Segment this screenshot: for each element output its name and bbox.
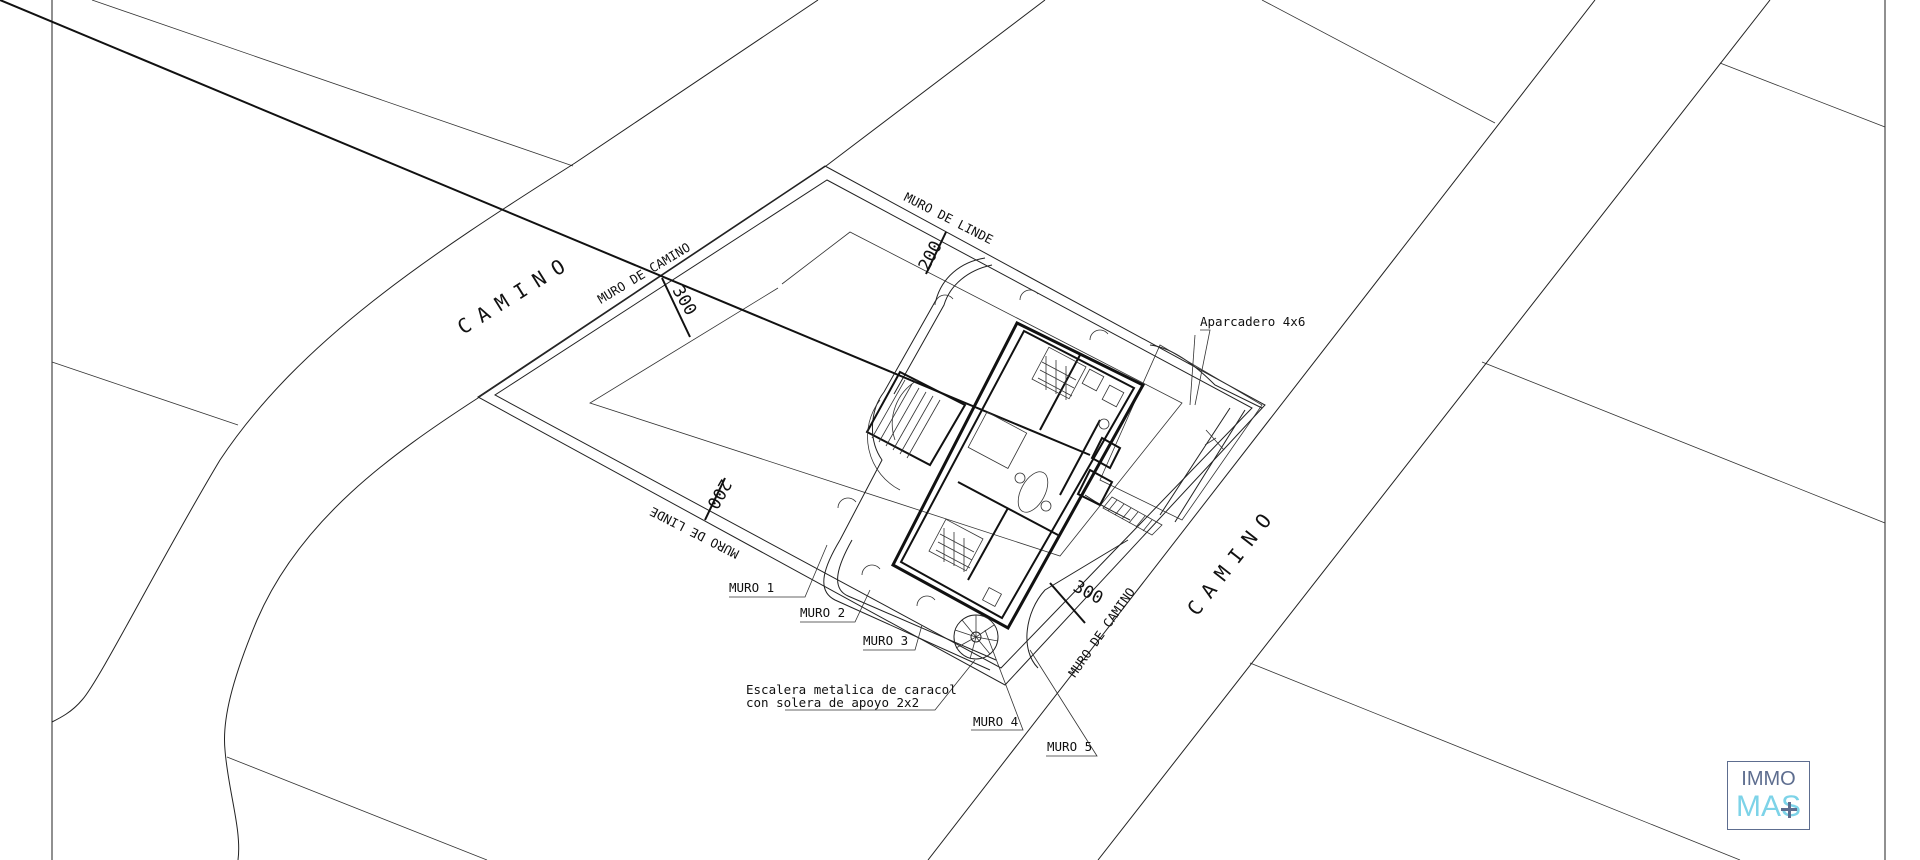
dimension-top-left: 300: [668, 283, 701, 320]
parcel-lines: [51, 0, 1886, 860]
exterior-steps: [1102, 496, 1163, 536]
annotation-parking: Aparcadero 4x6: [1200, 314, 1305, 329]
road-label-upper: CAMINO: [453, 249, 578, 339]
annotation-muro-2: MURO 2: [800, 605, 845, 620]
building-floor-plan: [0, 0, 1146, 631]
annotation-stair-line-1: Escalera metalica de caracol: [746, 682, 957, 697]
dimension-lines: [661, 231, 1086, 624]
leader-lines: [729, 329, 1211, 757]
sheet-frame: [51, 0, 1886, 860]
annotation-muro-3: MURO 3: [863, 633, 908, 648]
wall-label-muro-de-linde-top: MURO DE LINDE: [902, 189, 996, 247]
parking-area: [1099, 334, 1263, 521]
road-label-lower: CAMINO: [1182, 501, 1282, 620]
annotation-muro-1: MURO 1: [729, 580, 774, 595]
plus-icon: [1779, 800, 1799, 820]
immomas-logo: IMMO MAS: [1727, 761, 1810, 830]
lot-boundary: [477, 165, 1266, 686]
road-upper-left: [51, 0, 1046, 860]
logo-text-top: IMMO: [1741, 768, 1796, 790]
annotation-muro-4: MURO 4: [973, 714, 1018, 729]
dimension-bottom-left: 200: [702, 476, 735, 513]
dimension-top-right: 200: [915, 238, 947, 275]
annotation-stair-line-2: con solera de apoyo 2x2: [746, 695, 919, 710]
spiral-staircase: [953, 614, 999, 660]
annotation-muro-5: MURO 5: [1047, 739, 1092, 754]
road-lower-right: [927, 0, 1771, 860]
